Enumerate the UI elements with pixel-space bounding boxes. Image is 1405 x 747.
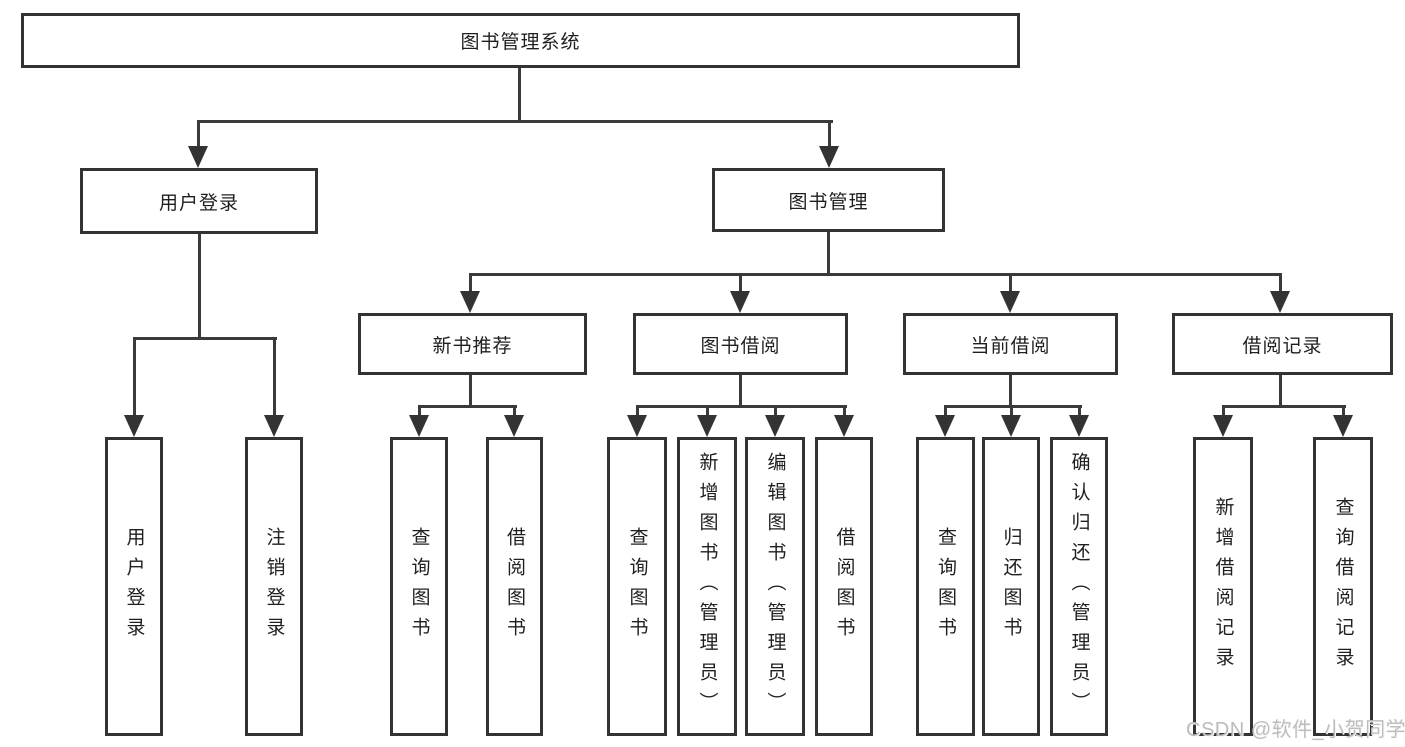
connector-current-borrow-stem [1009, 375, 1012, 406]
connector-user-login-branch [133, 337, 277, 340]
leaf-label: 查询借阅记录 [1332, 496, 1354, 677]
node-label: 当前借阅 [970, 335, 1051, 357]
connector-book-borrow-branch [636, 405, 847, 408]
leaf-label: 查询图书 [626, 526, 648, 647]
leaf-label: 查询图书 [935, 526, 956, 647]
connector-root-stem [518, 68, 521, 121]
leaf-label: 注销登录 [263, 526, 285, 647]
leaf-logout: 注销登录 [245, 437, 303, 736]
connector-drop-new-books [469, 273, 472, 293]
connector-current-borrow-branch [944, 405, 1082, 408]
arrowhead-book-mgmt [819, 146, 839, 168]
node-user-login: 用户登录 [80, 168, 318, 234]
connector-new-books-branch [418, 405, 517, 408]
connector-user-login-stem [198, 234, 201, 338]
leaf-label: 归还图书 [1000, 526, 1022, 647]
leaf-query-books-1: 查询图书 [390, 437, 448, 736]
node-label: 新书推荐 [432, 335, 513, 357]
arrowhead-leaf [697, 415, 717, 437]
connector-drop-leaf [273, 337, 276, 417]
arrowhead-leaf [1333, 415, 1353, 437]
connector-book-mgmt-stem [827, 232, 830, 274]
leaf-label: 用户登录 [123, 526, 145, 647]
connector-borrow-records-branch [1222, 405, 1346, 408]
leaf-query-books-2: 查询图书 [607, 437, 667, 736]
node-current-borrow: 当前借阅 [903, 313, 1118, 375]
connector-borrow-records-stem [1279, 375, 1282, 406]
node-label: 图书借阅 [700, 335, 781, 357]
leaf-add-borrow-record: 新增借阅记录 [1193, 437, 1253, 736]
connector-drop-user-login [197, 120, 200, 148]
leaf-query-borrow-record: 查询借阅记录 [1313, 437, 1373, 736]
leaf-return-books: 归还图书 [982, 437, 1040, 736]
connector-drop-leaf [944, 405, 947, 417]
node-book-management: 图书管理 [712, 168, 945, 232]
leaf-label: 新增借阅记录 [1212, 496, 1234, 677]
connector-drop-book-borrow [739, 273, 742, 293]
node-label: 图书管理 [788, 191, 869, 213]
arrowhead-borrow-records [1270, 291, 1290, 313]
connector-drop-book-mgmt [828, 120, 831, 148]
arrowhead-leaf [124, 415, 144, 437]
connector-drop-leaf [1010, 405, 1013, 417]
connector-drop-leaf [418, 405, 421, 417]
connector-drop-leaf [1342, 405, 1345, 417]
arrowhead-book-borrow [730, 291, 750, 313]
arrowhead-leaf [1213, 415, 1233, 437]
leaf-user-login: 用户登录 [105, 437, 163, 736]
arrowhead-leaf [264, 415, 284, 437]
arrowhead-leaf [765, 415, 785, 437]
connector-drop-leaf [1222, 405, 1225, 417]
arrowhead-leaf [409, 415, 429, 437]
connector-drop-leaf [843, 405, 846, 417]
leaf-label: 新增图书（管理员） [696, 451, 718, 722]
node-label: 用户登录 [158, 192, 239, 214]
leaf-confirm-return-admin: 确认归还（管理员） [1050, 437, 1108, 736]
leaf-borrow-books-1: 借阅图书 [486, 437, 543, 736]
connector-book-mgmt-branch [469, 273, 1282, 276]
connector-book-borrow-stem [739, 375, 742, 406]
arrowhead-leaf [1001, 415, 1021, 437]
arrowhead-leaf [627, 415, 647, 437]
connector-drop-leaf [774, 405, 777, 417]
arrowhead-user-login [188, 146, 208, 168]
connector-drop-current-borrow [1009, 273, 1012, 293]
leaf-add-books-admin: 新增图书（管理员） [677, 437, 737, 736]
leaf-label: 借阅图书 [833, 526, 855, 647]
connector-drop-leaf [513, 405, 516, 417]
leaf-query-books-3: 查询图书 [916, 437, 975, 736]
node-label: 图书管理系统 [460, 32, 581, 53]
arrowhead-current-borrow [1000, 291, 1020, 313]
leaf-label: 确认归还（管理员） [1068, 451, 1090, 722]
node-borrow-records: 借阅记录 [1172, 313, 1393, 375]
connector-drop-borrow-records [1279, 273, 1282, 293]
arrowhead-leaf [935, 415, 955, 437]
csdn-watermark: CSDN @软件_小贺同学 [1186, 719, 1405, 741]
leaf-label: 借阅图书 [504, 526, 525, 647]
connector-drop-leaf [1078, 405, 1081, 417]
leaf-label: 查询图书 [408, 526, 430, 647]
connector-drop-leaf [706, 405, 709, 417]
arrowhead-leaf [504, 415, 524, 437]
connector-drop-leaf [636, 405, 639, 417]
arrowhead-leaf [1069, 415, 1089, 437]
node-book-borrow: 图书借阅 [633, 313, 848, 375]
connector-new-books-stem [469, 375, 472, 406]
leaf-edit-books-admin: 编辑图书（管理员） [745, 437, 805, 736]
connector-root-branch [197, 120, 833, 123]
node-new-book-recommend: 新书推荐 [358, 313, 587, 375]
leaf-borrow-books-2: 借阅图书 [815, 437, 873, 736]
arrowhead-new-books [460, 291, 480, 313]
arrowhead-leaf [834, 415, 854, 437]
leaf-label: 编辑图书（管理员） [764, 451, 786, 722]
node-root-system: 图书管理系统 [21, 13, 1020, 68]
connector-drop-leaf [133, 337, 136, 417]
node-label: 借阅记录 [1242, 335, 1323, 357]
